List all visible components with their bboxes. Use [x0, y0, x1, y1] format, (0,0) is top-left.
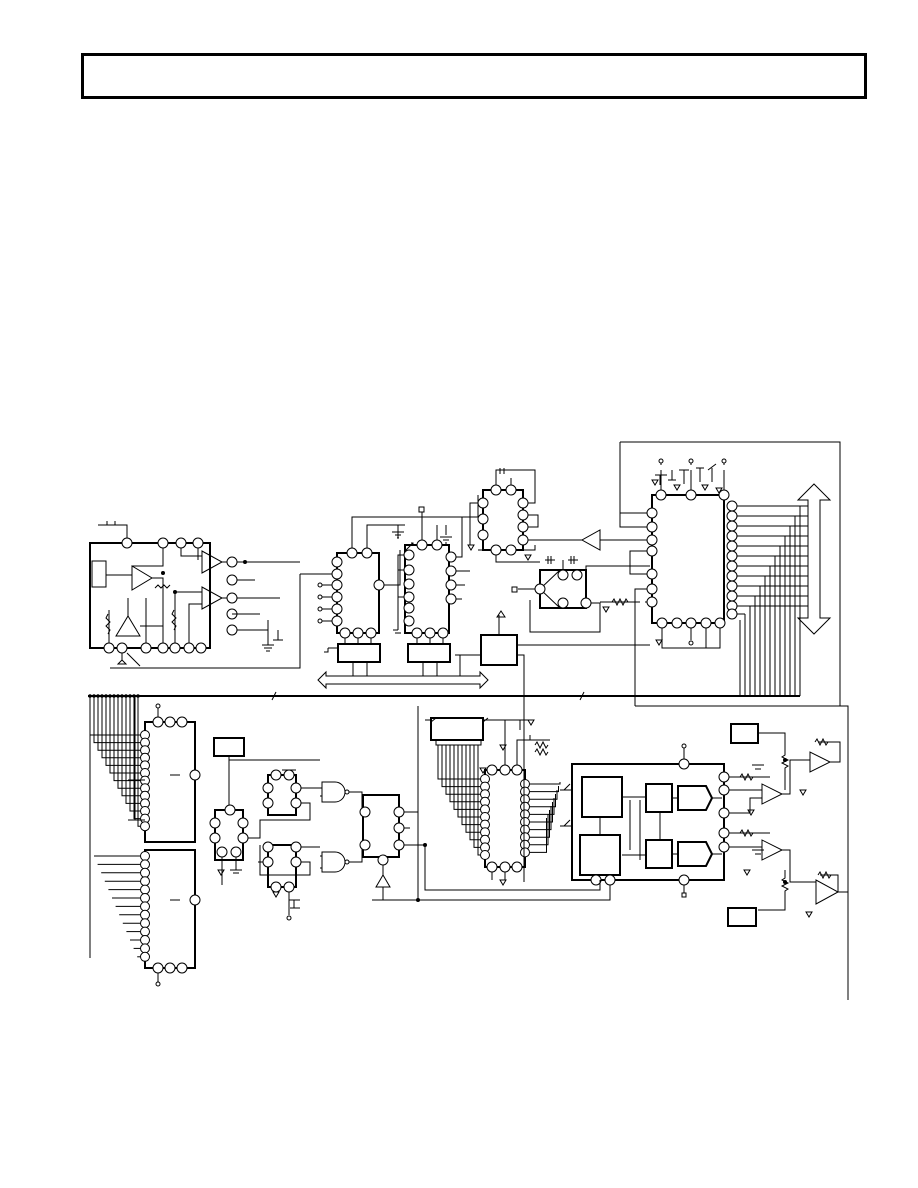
control-box [480, 634, 518, 666]
memory-address-pins [88, 694, 150, 962]
output-opamp-c [809, 751, 832, 773]
front-end-amp-outline [89, 542, 211, 649]
dac-driver-outline [484, 769, 526, 868]
opamp-symbol [201, 550, 224, 574]
ref-box-a [730, 723, 759, 744]
memory-block [144, 703, 201, 987]
dac-driver-pins [437, 745, 561, 860]
dual-dac-block [560, 723, 848, 927]
adc-block [619, 441, 841, 706]
dac-register-a [581, 776, 623, 818]
mux-a-decoder [337, 643, 381, 663]
output-opamp-a [761, 783, 784, 805]
adc-outline [651, 494, 725, 624]
dac-latch-b [645, 839, 673, 869]
memory-a-outline [144, 721, 196, 843]
output-opamp-d [815, 879, 840, 905]
opamp-symbol [201, 586, 224, 610]
front-end-amp-block [89, 521, 300, 667]
memory-b-outline [144, 849, 196, 969]
timing-ic-outline [482, 489, 524, 551]
nand-gate-symbol [321, 851, 346, 873]
output-opamp-b [761, 839, 784, 861]
buffer-symbol [580, 529, 601, 551]
counter-b-outline [267, 844, 297, 888]
dac-b-symbol [677, 841, 714, 867]
counter-a-outline [267, 774, 297, 816]
opamp-symbol [131, 565, 153, 591]
dac-latch-a [645, 783, 673, 813]
dac-driver-block [430, 717, 550, 886]
dac-driver-label-box [430, 717, 484, 741]
nand-gate-symbol [321, 781, 346, 803]
header-box [81, 53, 867, 99]
dac-a-symbol [677, 785, 714, 811]
dac-register-b [579, 834, 621, 876]
mux-a-outline [336, 552, 380, 634]
mux-b-decoder [407, 643, 451, 663]
counter-block [209, 737, 365, 921]
counter-label-box [213, 737, 245, 757]
ref-box-b [727, 907, 757, 927]
buffer-symbol [115, 615, 141, 637]
data-bus-vertical [796, 483, 832, 635]
sample-hold-block [455, 468, 650, 706]
